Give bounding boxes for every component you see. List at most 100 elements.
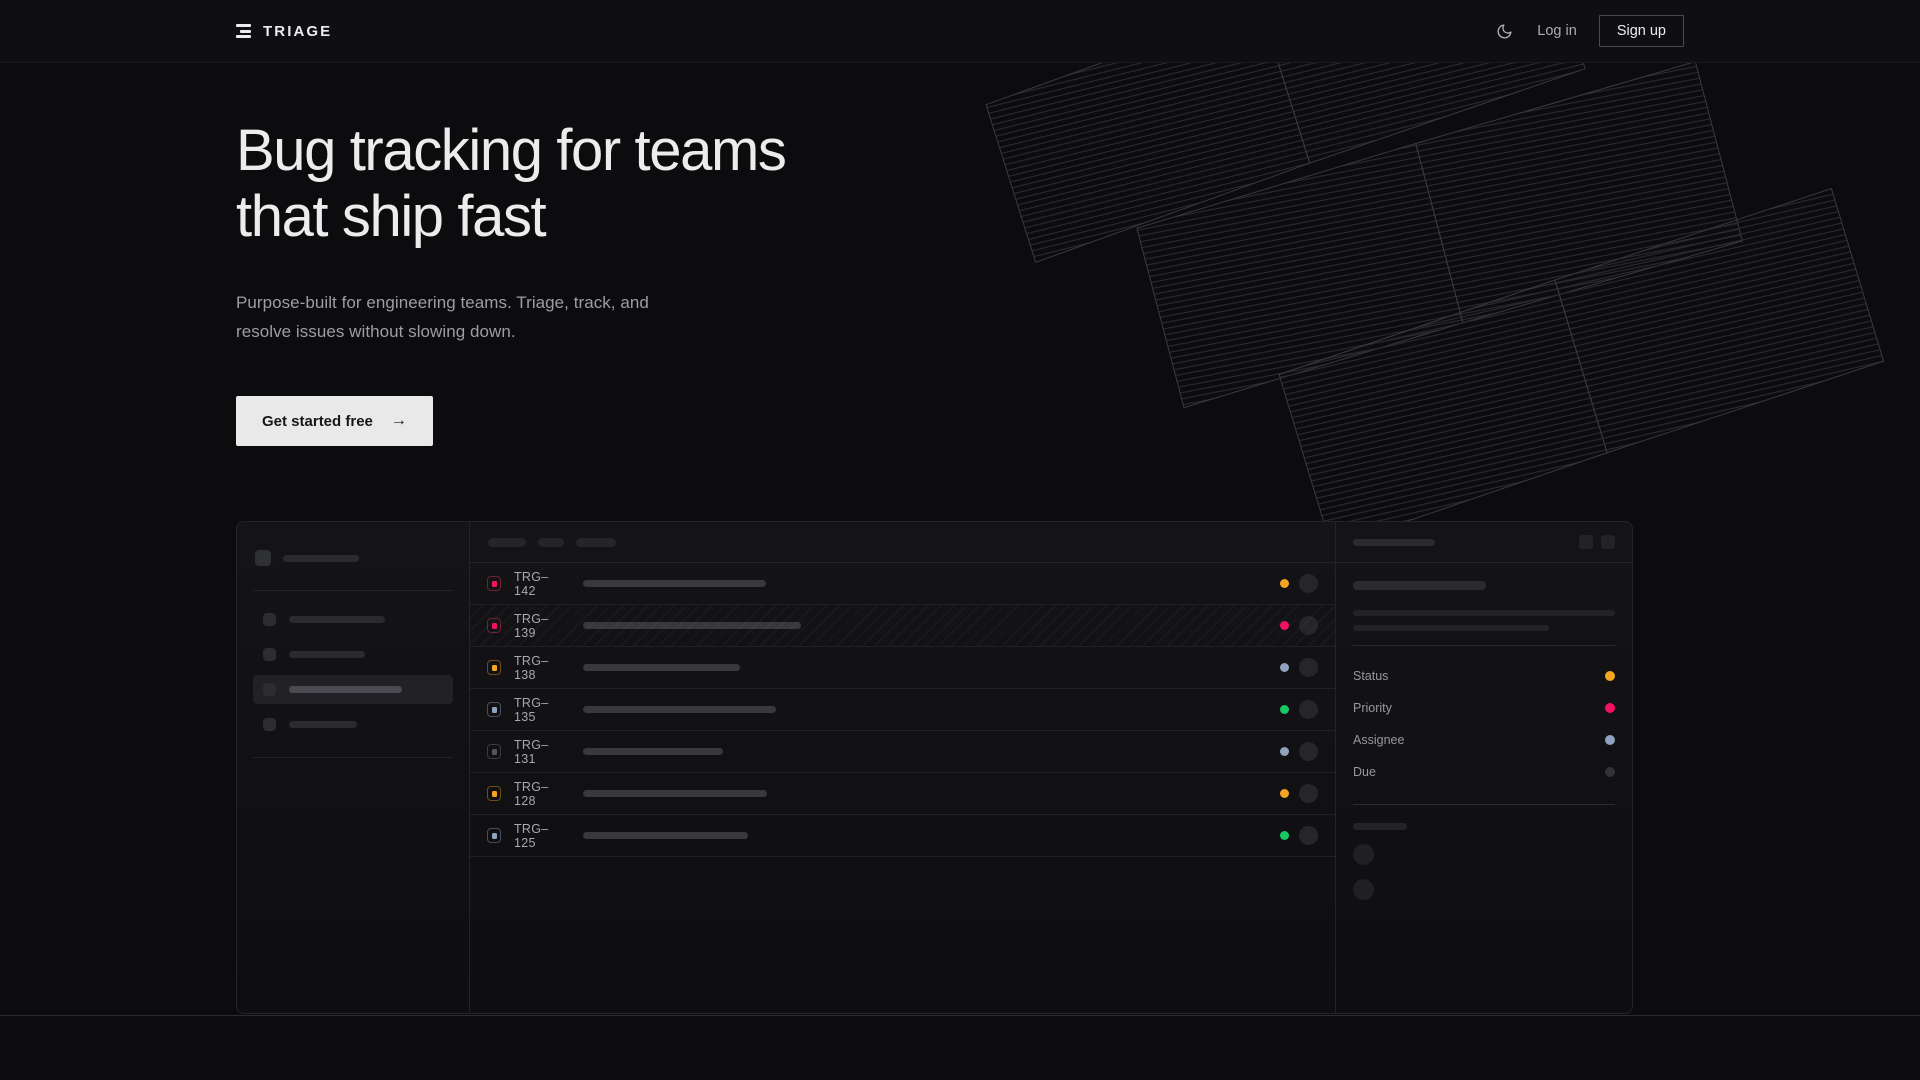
hero-heading-line-2: that ship fast	[236, 184, 545, 249]
hero-subheading-line-2: resolve issues without slowing down.	[236, 322, 516, 341]
get-started-label: Get started free	[262, 413, 373, 430]
login-link[interactable]: Log in	[1537, 23, 1577, 39]
detail-header-button-0[interactable]	[1579, 535, 1593, 549]
signup-button[interactable]: Sign up	[1599, 15, 1684, 47]
hero-section: Bug tracking for teams that ship fast Pu…	[236, 118, 785, 446]
comment-avatars	[1353, 844, 1615, 900]
issue-title-placeholder	[583, 748, 723, 755]
nav-item-icon	[263, 683, 276, 696]
status-badge	[1280, 579, 1289, 588]
status-badge	[1280, 789, 1289, 798]
arrow-right-icon: →	[391, 412, 407, 430]
hero-heading-line-1: Bug tracking for teams	[236, 118, 785, 183]
row-meta	[1280, 700, 1318, 719]
avatar	[1299, 742, 1318, 761]
row-meta	[1280, 658, 1318, 677]
row-meta	[1280, 826, 1318, 845]
sidebar-sub-item-0[interactable]	[253, 774, 453, 794]
priority-icon	[487, 744, 501, 759]
priority-icon	[487, 576, 501, 591]
status-badge	[1280, 663, 1289, 672]
meta-value-dot	[1605, 703, 1615, 713]
status-badge	[1280, 831, 1289, 840]
status-badge	[1280, 621, 1289, 630]
priority-icon	[487, 660, 501, 675]
detail-panel-body: StatusPriorityAssigneeDue	[1336, 563, 1632, 914]
detail-meta-list: StatusPriorityAssigneeDue	[1353, 660, 1615, 788]
sidebar-sub-item-2[interactable]	[253, 814, 453, 834]
avatar	[1299, 784, 1318, 803]
mockup-issue-list: TRG–142TRG–139TRG–138TRG–135TRG–131TRG–1…	[470, 522, 1335, 1013]
comments-section-label	[1353, 823, 1407, 830]
issue-id: TRG–128	[514, 780, 570, 808]
detail-issue-title	[1353, 581, 1486, 590]
brand-logo[interactable]: TRIAGE	[236, 23, 332, 40]
table-row[interactable]: TRG–125	[470, 815, 1335, 857]
issue-id: TRG–131	[514, 738, 570, 766]
sidebar-divider-bottom	[253, 757, 453, 758]
workspace-avatar	[255, 550, 271, 566]
table-row[interactable]: TRG–138	[470, 647, 1335, 689]
issue-title-placeholder	[583, 790, 767, 797]
nav-item-label	[289, 651, 365, 658]
row-meta	[1280, 574, 1318, 593]
table-row[interactable]: TRG–131	[470, 731, 1335, 773]
stacked-bars-icon	[236, 24, 251, 38]
nav-item-icon	[263, 718, 276, 731]
meta-label: Due	[1353, 765, 1376, 779]
sidebar-nav-item-3[interactable]	[253, 710, 453, 739]
site-header: TRIAGE Log in Sign up	[0, 0, 1920, 63]
avatar	[1299, 658, 1318, 677]
issue-id: TRG–139	[514, 612, 570, 640]
header-actions: Log in Sign up	[1493, 15, 1684, 47]
table-row[interactable]: TRG–135	[470, 689, 1335, 731]
detail-meta-row[interactable]: Status	[1353, 660, 1615, 692]
priority-icon	[487, 828, 501, 843]
sidebar-sub-item-1[interactable]	[253, 794, 453, 814]
detail-divider-2	[1353, 804, 1615, 805]
nav-item-label	[289, 686, 402, 693]
mockup-detail-panel: StatusPriorityAssigneeDue	[1335, 522, 1632, 1013]
issue-title-placeholder	[583, 832, 748, 839]
sidebar-nav-item-0[interactable]	[253, 605, 453, 634]
table-row[interactable]: TRG–139	[470, 605, 1335, 647]
toolbar-chip-1[interactable]	[538, 538, 564, 547]
meta-value-dot	[1605, 735, 1615, 745]
issue-title-placeholder	[583, 580, 766, 587]
sidebar-nav-item-1[interactable]	[253, 640, 453, 669]
row-meta	[1280, 742, 1318, 761]
meta-label: Status	[1353, 669, 1388, 683]
priority-icon	[487, 702, 501, 717]
toolbar-chip-0[interactable]	[488, 538, 526, 547]
table-row[interactable]: TRG–128	[470, 773, 1335, 815]
detail-meta-row[interactable]: Priority	[1353, 692, 1615, 724]
issue-title-placeholder	[583, 706, 776, 713]
detail-meta-row[interactable]: Due	[1353, 756, 1615, 788]
issue-title-placeholder	[583, 622, 801, 629]
nav-item-label	[289, 616, 385, 623]
sidebar-nav-list	[253, 605, 453, 739]
table-row[interactable]: TRG–142	[470, 563, 1335, 605]
priority-icon	[487, 618, 501, 633]
mockup-list-toolbar	[470, 522, 1335, 563]
detail-header-buttons	[1579, 535, 1615, 549]
toolbar-chip-2[interactable]	[576, 538, 616, 547]
avatar	[1299, 616, 1318, 635]
section-divider	[0, 1015, 1920, 1016]
get-started-button[interactable]: Get started free →	[236, 396, 433, 446]
mockup-workspace-row[interactable]	[253, 538, 453, 572]
issue-rows: TRG–142TRG–139TRG–138TRG–135TRG–131TRG–1…	[470, 563, 1335, 857]
detail-description-line-2	[1353, 625, 1549, 631]
nav-item-icon	[263, 648, 276, 661]
avatar	[1299, 574, 1318, 593]
moon-icon[interactable]	[1493, 20, 1515, 42]
sidebar-nav-item-2[interactable]	[253, 675, 453, 704]
detail-meta-row[interactable]: Assignee	[1353, 724, 1615, 756]
mockup-sidebar	[237, 522, 470, 1013]
detail-divider-1	[1353, 645, 1615, 646]
detail-header-button-1[interactable]	[1601, 535, 1615, 549]
issue-title-placeholder	[583, 664, 740, 671]
page-title: Bug tracking for teams that ship fast	[236, 118, 785, 249]
row-meta	[1280, 616, 1318, 635]
